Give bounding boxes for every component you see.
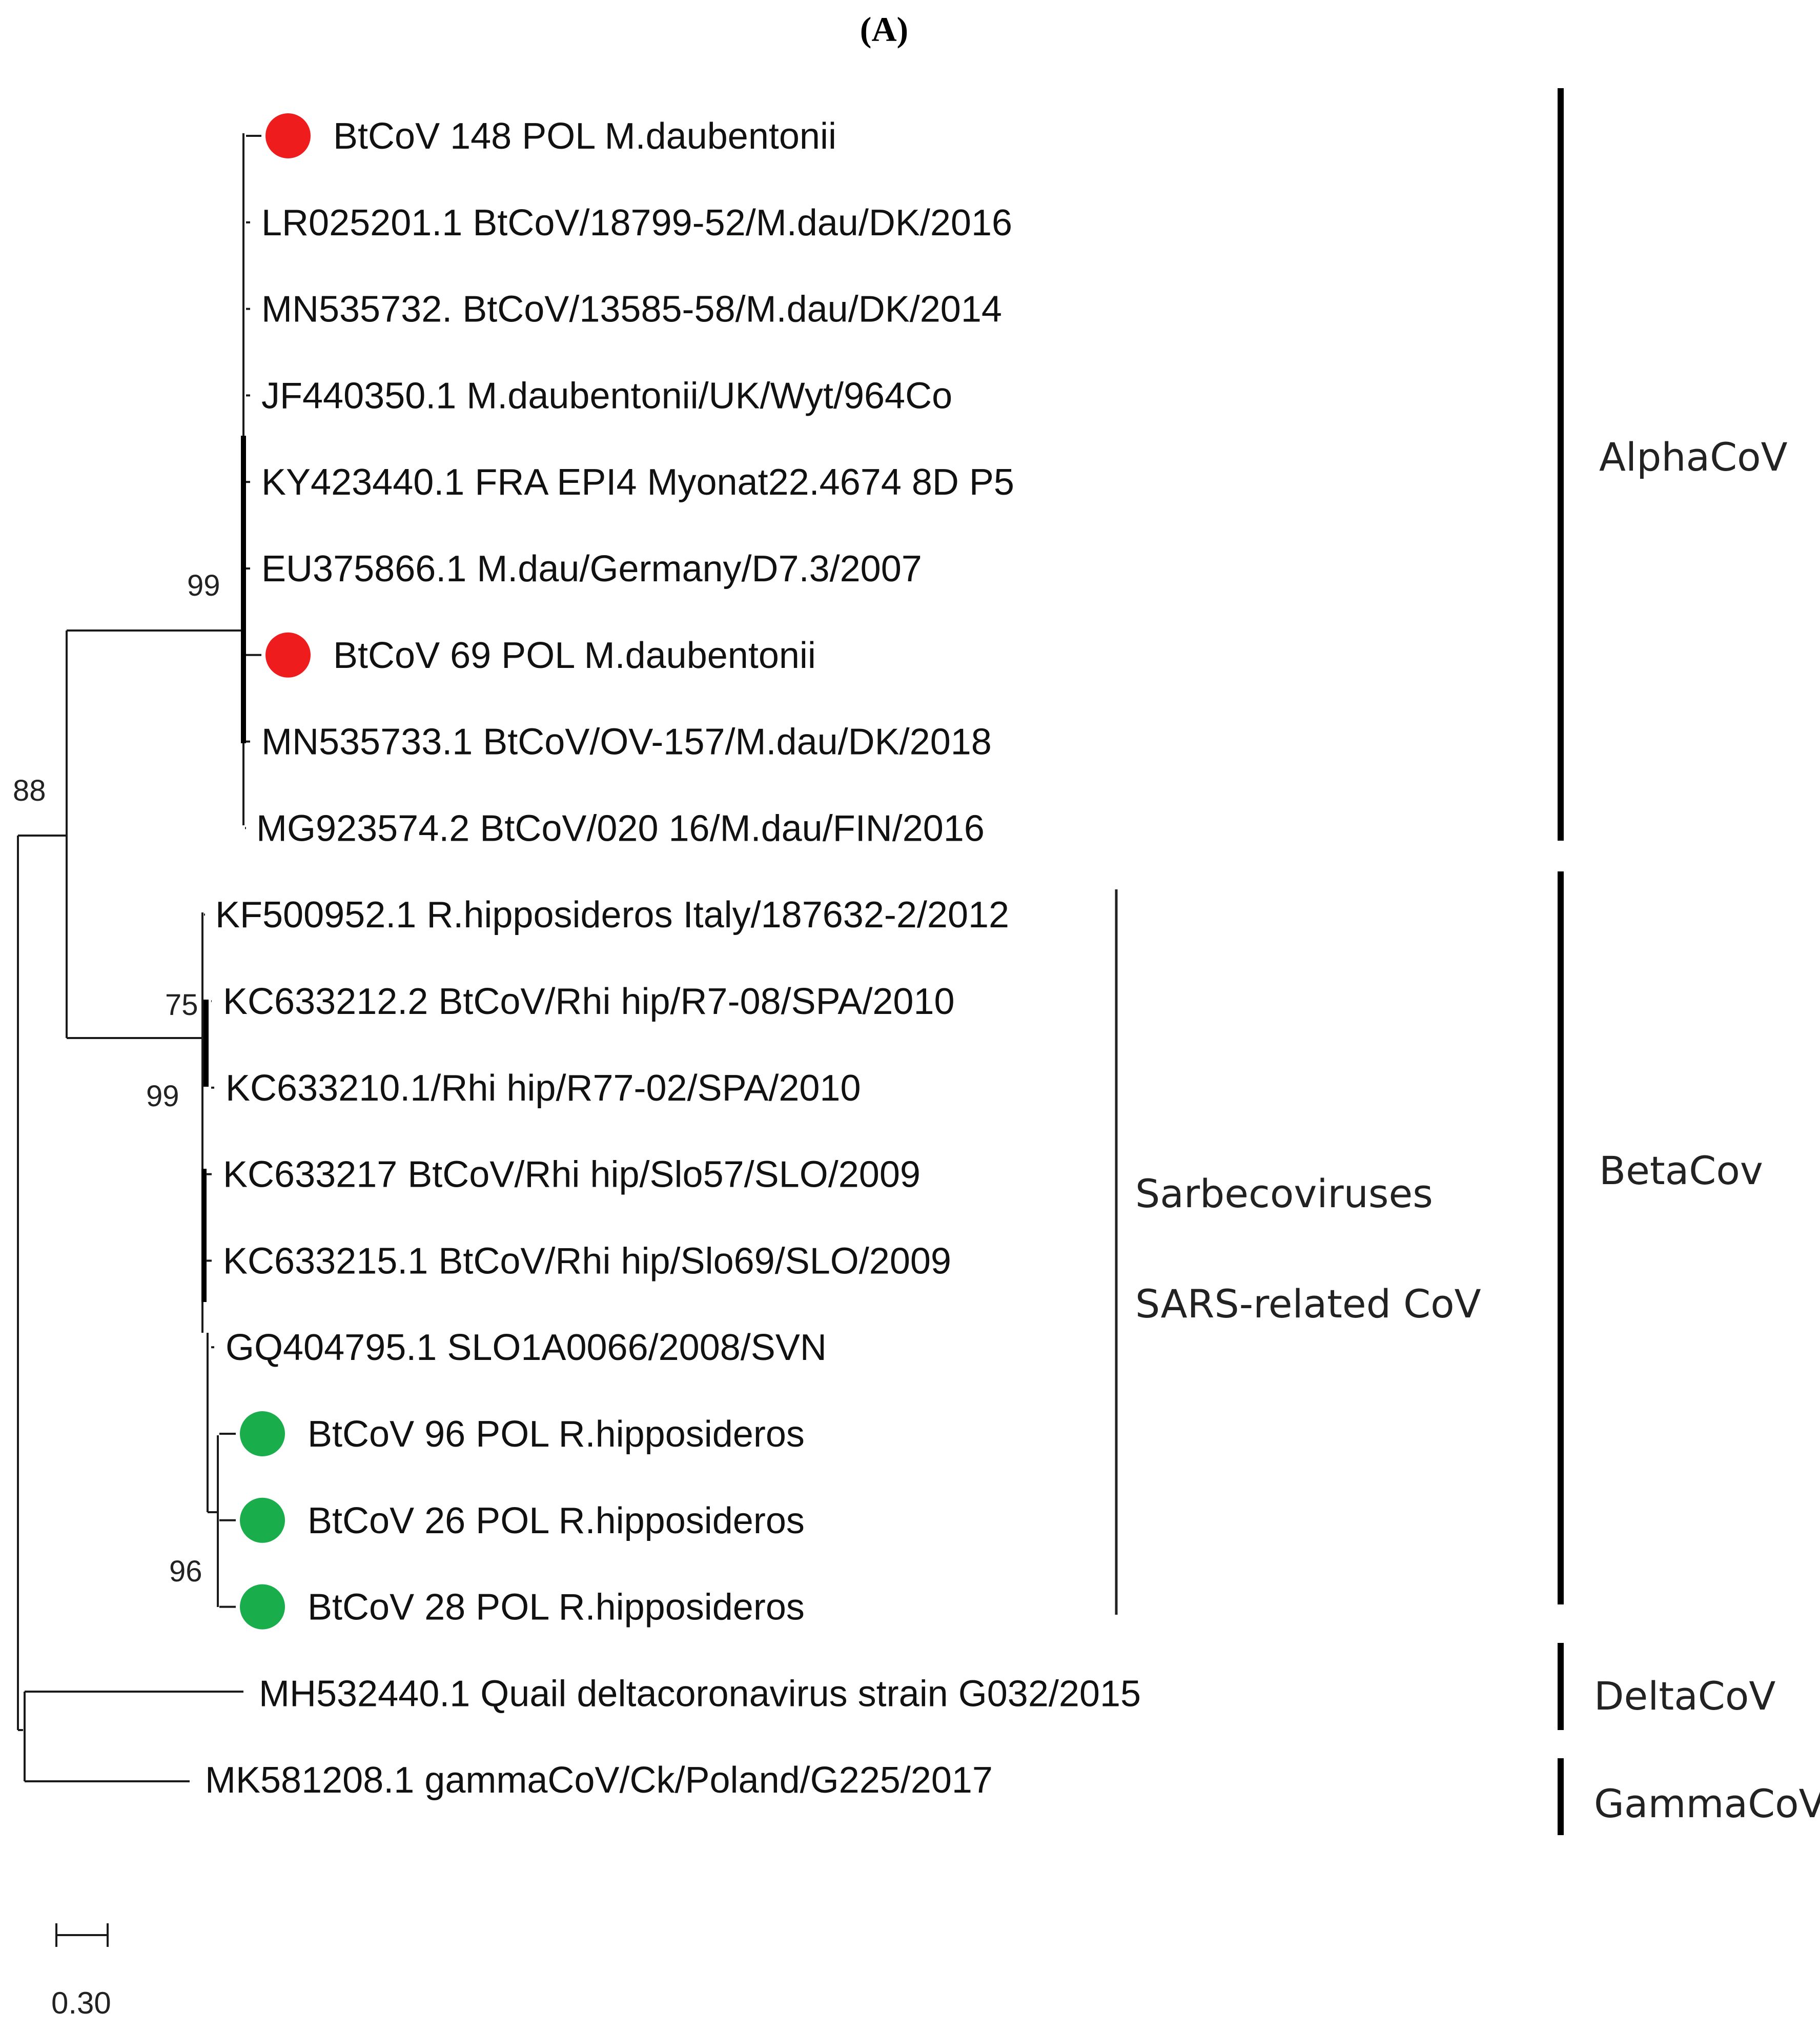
- leaf-label: MH532440.1 Quail deltacoronavirus strain…: [259, 1673, 1141, 1714]
- green-dot-marker: [240, 1497, 285, 1543]
- panel-label: (A): [860, 10, 908, 49]
- leaf-label: GQ404795.1 SLO1A0066/2008/SVN: [226, 1327, 827, 1368]
- green-dot-marker: [240, 1411, 285, 1456]
- leaf-label: KY423440.1 FRA EPI4 Myonat22.4674 8D P5: [261, 462, 1014, 503]
- scale-bar-label: 0.30: [51, 1986, 111, 2020]
- leaf-label: BtCoV 96 POL R.hipposideros: [308, 1414, 805, 1455]
- leaf-label: KC633212.2 BtCoV/Rhi hip/R7-08/SPA/2010: [223, 981, 955, 1022]
- leaf-label: KC633210.1/Rhi hip/R77-02/SPA/2010: [226, 1068, 861, 1109]
- red-dot-marker: [265, 632, 311, 678]
- group-label-delta: DeltaCoV: [1594, 1673, 1775, 1719]
- group-label-sarbeco-line2: SARS-related CoV: [1135, 1281, 1481, 1327]
- leaf-label: LR025201.1 BtCoV/18799-52/M.dau/DK/2016: [261, 202, 1012, 243]
- red-dot-marker: [265, 113, 311, 158]
- bootstrap-alpha-clade: 99: [187, 569, 220, 602]
- leaf-label: MN535733.1 BtCoV/OV-157/M.dau/DK/2018: [261, 722, 992, 763]
- leaf-label: BtCoV 26 POL R.hipposideros: [308, 1500, 805, 1541]
- group-label-alpha: AlphaCoV: [1599, 434, 1788, 480]
- scale-bar: 0.30: [51, 1923, 111, 2020]
- leaf-label: KF500952.1 R.hipposideros Italy/187632-2…: [215, 894, 1009, 936]
- leaf-label: MG923574.2 BtCoV/020 16/M.dau/FIN/2016: [256, 808, 985, 849]
- bootstrap-sarbeco-clade: 99: [146, 1080, 179, 1113]
- bootstrap-polish-rhi-clade: 96: [169, 1555, 202, 1588]
- leaf-label: MN535732. BtCoV/13585-58/M.dau/DK/2014: [261, 289, 1002, 330]
- leaf-label: EU375866.1 M.dau/Germany/D7.3/2007: [261, 548, 922, 589]
- group-label-gamma: GammaCoV: [1594, 1781, 1820, 1826]
- leaf-label: BtCoV 148 POL M.daubentonii: [333, 116, 836, 157]
- leaf-label: JF440350.1 M.daubentonii/UK/Wyt/964Co: [261, 375, 952, 416]
- green-dot-marker: [240, 1584, 285, 1630]
- group-label-sarbeco-line1: Sarbecoviruses: [1135, 1171, 1433, 1216]
- leaf-label: KC633217 BtCoV/Rhi hip/Slo57/SLO/2009: [223, 1154, 921, 1195]
- bootstrap-kc633212-node: 75: [165, 988, 198, 1022]
- tree-branches: [17, 133, 246, 1782]
- group-label-beta: BetaCov: [1599, 1148, 1763, 1193]
- leaf-label: KC633215.1 BtCoV/Rhi hip/Slo69/SLO/2009: [223, 1241, 951, 1282]
- leaf-label: BtCoV 28 POL R.hipposideros: [308, 1587, 805, 1628]
- leaf-label: BtCoV 69 POL M.daubentonii: [333, 635, 816, 676]
- leaf-label: MK581208.1 gammaCoV/Ck/Poland/G225/2017: [205, 1760, 993, 1801]
- bootstrap-root-split: 88: [13, 774, 46, 807]
